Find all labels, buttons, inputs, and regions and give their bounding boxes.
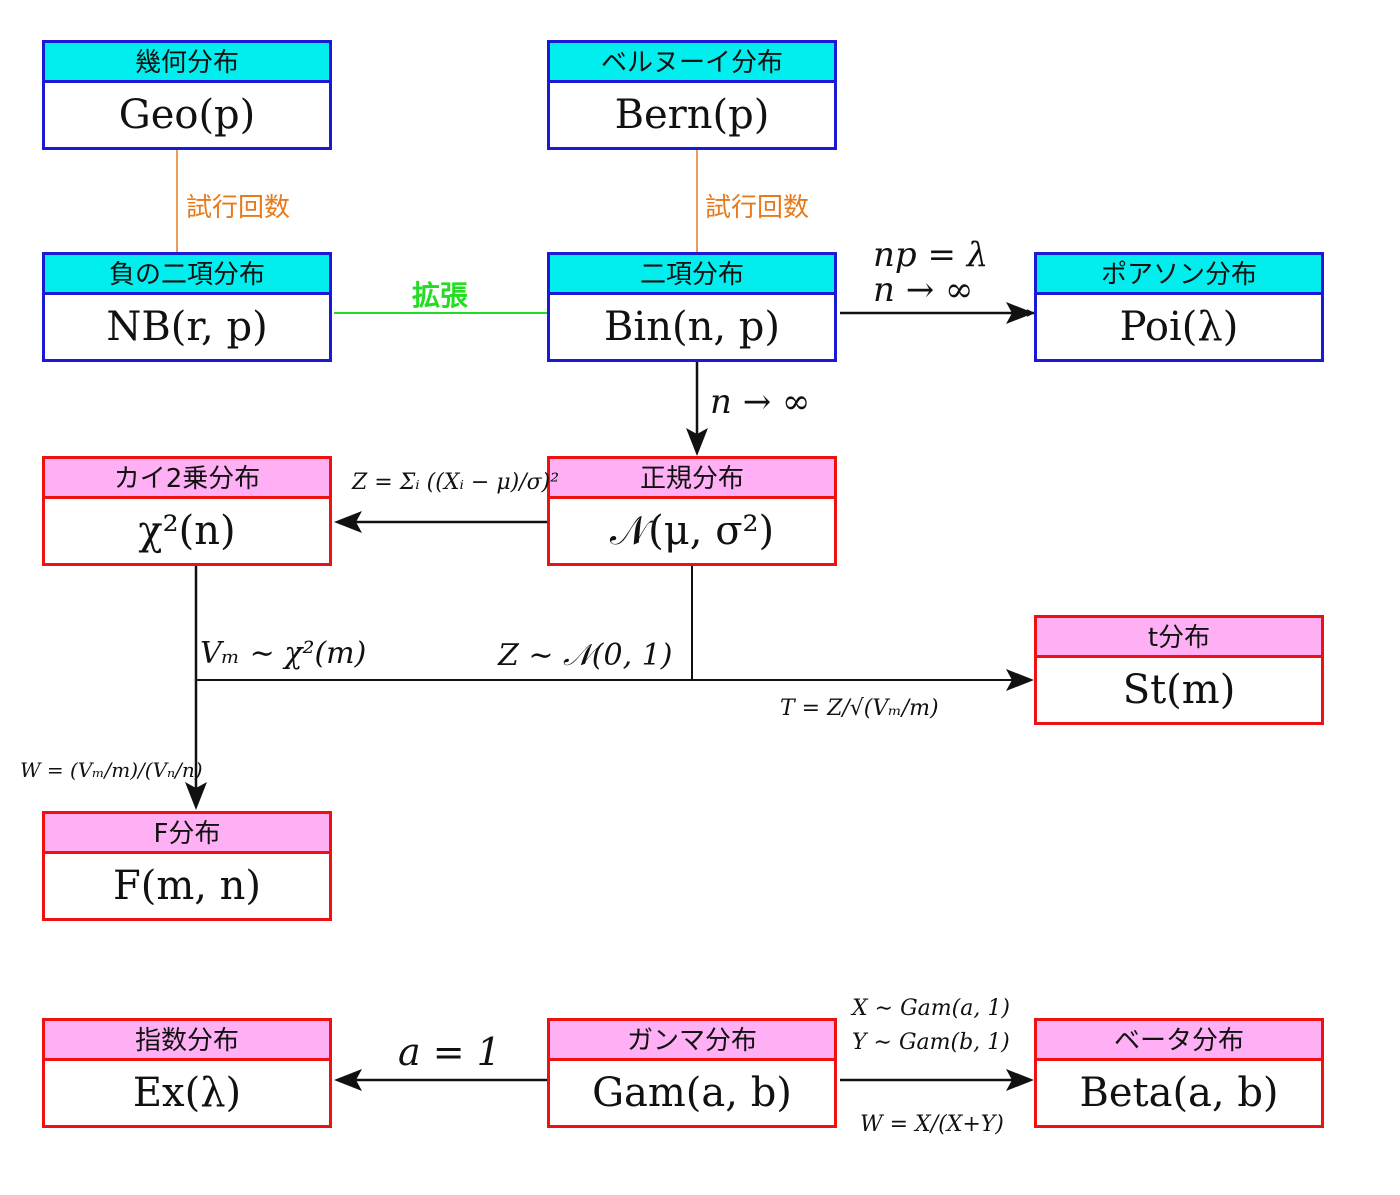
node-header: カイ2乗分布 <box>45 459 329 499</box>
node-formula: Poi(λ) <box>1119 304 1239 350</box>
label-bin-norm: n → ∞ <box>710 382 811 422</box>
node-formula: Gam(a, b) <box>592 1070 792 1116</box>
node-formula: Geo(p) <box>118 92 256 138</box>
label-gam-beta-2: Y ∼ Gam(b, 1) <box>852 1030 1010 1055</box>
node-t: t分布 St(m) <box>1034 615 1324 725</box>
label-bin-poi-1: np = λ <box>873 235 989 275</box>
node-header: 指数分布 <box>45 1021 329 1061</box>
node-geometric: 幾何分布 Geo(p) <box>42 40 332 150</box>
node-exponential: 指数分布 Ex(λ) <box>42 1018 332 1128</box>
node-formula: F(m, n) <box>112 863 262 909</box>
node-formula: St(m) <box>1122 667 1236 713</box>
label-vm: Vₘ ∼ χ²(m) <box>200 636 367 671</box>
label-t: T = Z/√(Vₘ/m) <box>780 696 939 721</box>
node-normal: 正規分布 𝒩(μ, σ²) <box>547 456 837 566</box>
node-formula: 𝒩(μ, σ²) <box>609 508 775 554</box>
edge-bin-norm-arrowhead <box>686 428 708 456</box>
node-header: F分布 <box>45 814 329 854</box>
label-gam-beta-3: W = X/(X+Y) <box>860 1112 1004 1137</box>
edge-bin-poi-arrowhead <box>1006 302 1034 324</box>
node-header: t分布 <box>1037 618 1321 658</box>
label-bin-poi-2: n → ∞ <box>873 270 974 310</box>
node-header: ポアソン分布 <box>1037 255 1321 295</box>
node-formula: Ex(λ) <box>132 1070 242 1116</box>
node-chi-squared: カイ2乗分布 χ²(n) <box>42 456 332 566</box>
edge-gam-beta-arrowhead <box>1006 1069 1034 1091</box>
label-gam-exp: a = 1 <box>398 1030 501 1074</box>
node-f: F分布 F(m, n) <box>42 811 332 921</box>
label-f: W = (Vₘ/m)/(Vₙ/n) <box>20 758 203 782</box>
node-bernoulli: ベルヌーイ分布 Bern(p) <box>547 40 837 150</box>
node-header: ベルヌーイ分布 <box>550 43 834 83</box>
node-header: 正規分布 <box>550 459 834 499</box>
node-formula: NB(r, p) <box>106 304 268 350</box>
label-geo-nb: 試行回数 <box>186 193 291 223</box>
label-bern-bin: 試行回数 <box>705 193 810 223</box>
edge-to-t-arrowhead <box>1006 669 1034 691</box>
edge-norm-chi2-arrowhead <box>334 511 362 533</box>
edge-chi2-f-arrowhead <box>185 782 207 810</box>
node-formula: χ²(n) <box>138 508 236 554</box>
node-header: ガンマ分布 <box>550 1021 834 1061</box>
node-binomial: 二項分布 Bin(n, p) <box>547 252 837 362</box>
node-beta: ベータ分布 Beta(a, b) <box>1034 1018 1324 1128</box>
node-negative-binomial: 負の二項分布 NB(r, p) <box>42 252 332 362</box>
node-formula: Bern(p) <box>614 92 770 138</box>
label-z: Z ∼ 𝒩(0, 1) <box>498 638 673 673</box>
label-norm-chi2: Z = Σᵢ ((Xᵢ − μ)/σ)² <box>352 470 560 495</box>
node-header: ベータ分布 <box>1037 1021 1321 1061</box>
node-formula: Beta(a, b) <box>1079 1070 1279 1116</box>
node-header: 幾何分布 <box>45 43 329 83</box>
node-header: 二項分布 <box>550 255 834 295</box>
label-gam-beta-1: X ∼ Gam(a, 1) <box>852 996 1010 1021</box>
node-poisson: ポアソン分布 Poi(λ) <box>1034 252 1324 362</box>
edge-gam-exp-arrowhead <box>334 1069 362 1091</box>
label-nb-bin: 拡張 <box>412 279 469 312</box>
node-header: 負の二項分布 <box>45 255 329 295</box>
node-gamma: ガンマ分布 Gam(a, b) <box>547 1018 837 1128</box>
node-formula: Bin(n, p) <box>604 304 780 350</box>
